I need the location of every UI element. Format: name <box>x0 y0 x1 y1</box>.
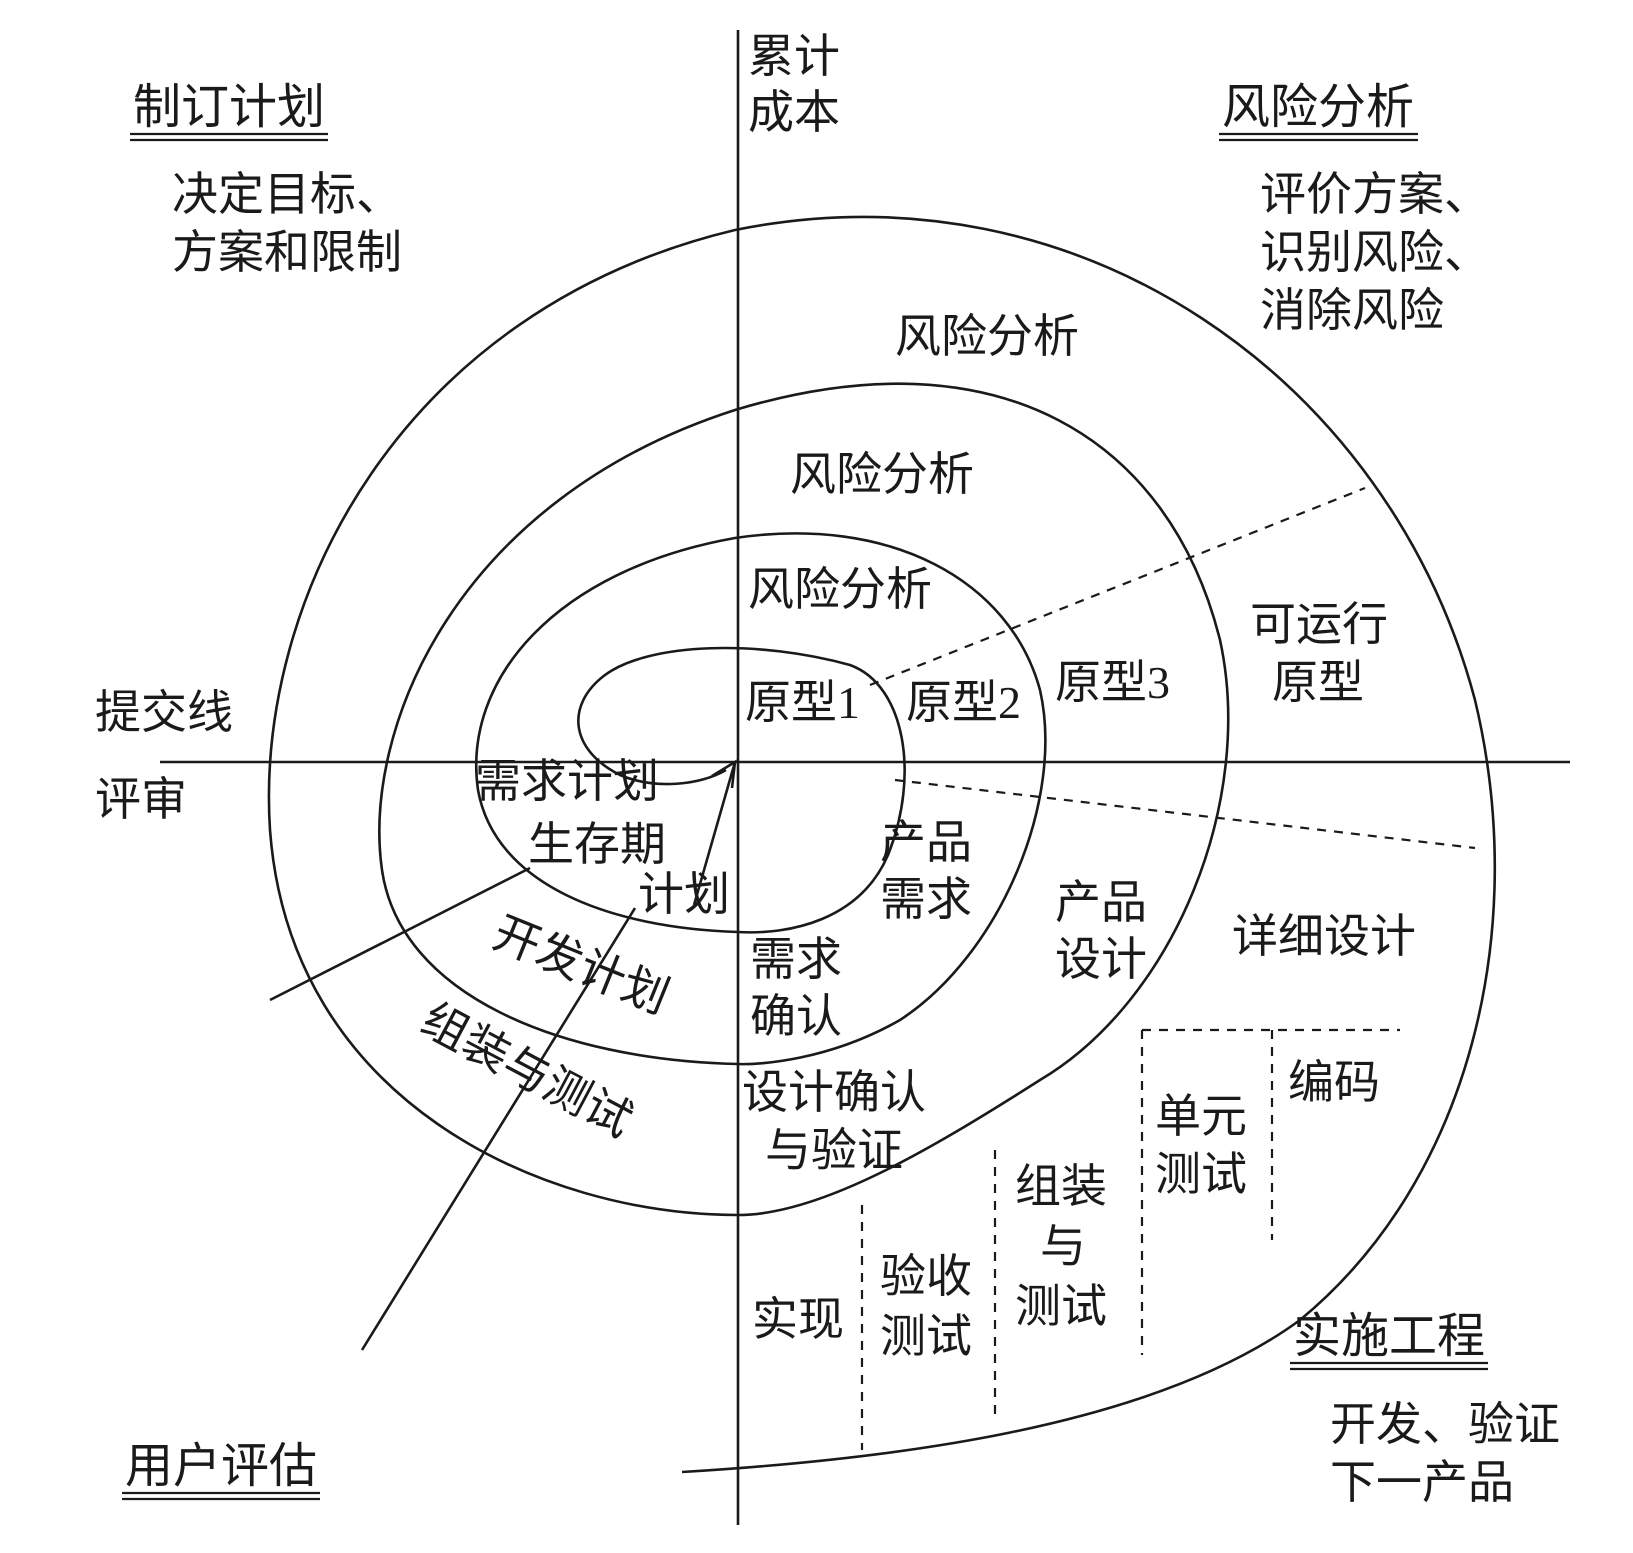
prototype-2-label: 原型2 <box>906 677 1021 728</box>
coding-label: 编码 <box>1288 1055 1380 1109</box>
engineering-desc-line-2: 下一产品 <box>1330 1455 1514 1509</box>
lifecycle-plan-label-line-1: 生存期 <box>528 817 666 871</box>
cost-label-line-2: 成本 <box>748 85 840 139</box>
evaluation-heading: 用户评估 <box>125 1438 317 1494</box>
plan-pointer-arrowhead <box>711 759 737 789</box>
risk-analysis-middle-label: 风险分析 <box>790 447 974 501</box>
unit-test-label-line-1: 单元 <box>1155 1089 1247 1143</box>
risk-desc-line-2: 识别风险、 <box>1260 225 1490 279</box>
requirements-validation-label-line-1: 需求 <box>750 932 842 986</box>
acceptance-test-label-line-1: 验收 <box>880 1249 972 1303</box>
product-design-label-line-2: 设计 <box>1055 932 1147 986</box>
product-requirements-label-line-1: 产品 <box>880 815 972 869</box>
risk-analysis-outer-label: 风险分析 <box>895 309 1079 363</box>
planning-desc-line-2: 方案和限制 <box>172 225 402 279</box>
design-validation-label-line-2: 与验证 <box>765 1123 903 1177</box>
risk-desc-line-3: 消除风险 <box>1260 283 1444 337</box>
product-requirements-label-line-2: 需求 <box>880 872 972 926</box>
design-validation-label-line-1: 设计确认 <box>742 1065 926 1119</box>
product-design-label-line-1: 产品 <box>1055 875 1147 929</box>
planning-heading: 制订计划 <box>133 79 325 135</box>
risk-analysis-inner-label: 风险分析 <box>748 562 932 616</box>
integration-test-label-line-3: 测试 <box>1015 1279 1107 1333</box>
requirements-validation-label-line-2: 确认 <box>750 989 842 1043</box>
requirements-plan-label: 需求计划 <box>475 754 659 808</box>
prototype-boundary-upper <box>869 486 1366 687</box>
review-label: 评审 <box>95 772 187 826</box>
review-line-outer <box>360 907 637 1351</box>
risk-desc-line-1: 评价方案、 <box>1260 167 1490 221</box>
integration-test-label-line-2: 与 <box>1040 1219 1086 1273</box>
runnable-prototype-label-line-1: 可运行 <box>1250 597 1388 651</box>
review-line-inner <box>269 866 531 1002</box>
risk-heading: 风险分析 <box>1222 79 1414 135</box>
detailed-design-label: 详细设计 <box>1232 909 1416 963</box>
plan-pointer-line <box>692 761 737 906</box>
integration-test-plan-label: 组装与测试 <box>413 992 641 1148</box>
unit-test-label-line-2: 测试 <box>1155 1147 1247 1201</box>
engineering-desc-line-1: 开发、验证 <box>1330 1397 1560 1451</box>
prototype-3-label: 原型3 <box>1055 657 1170 708</box>
runnable-prototype-label-line-2: 原型 <box>1272 655 1364 709</box>
engineering-heading: 实施工程 <box>1293 1308 1485 1364</box>
acceptance-test-label-line-2: 测试 <box>880 1309 972 1363</box>
implementation-label: 实现 <box>752 1292 844 1346</box>
planning-desc-line-1: 决定目标、 <box>172 167 402 221</box>
commit-line-label: 提交线 <box>95 685 233 739</box>
cost-label-line-1: 累计 <box>748 29 840 83</box>
spiral-curve <box>267 215 1496 1474</box>
integration-test-label-line-1: 组装 <box>1015 1159 1107 1213</box>
design-boundary-lower <box>894 778 1476 850</box>
prototype-1-label: 原型1 <box>745 677 860 728</box>
lifecycle-plan-label-line-2: 计划 <box>638 867 730 921</box>
